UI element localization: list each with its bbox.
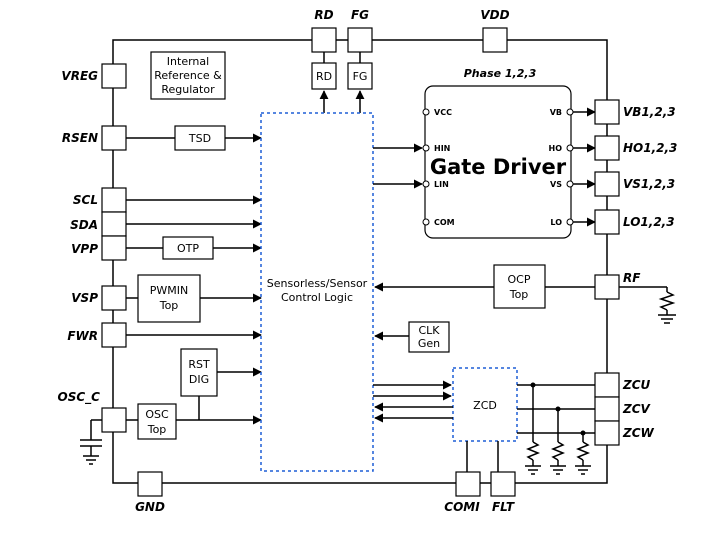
gd-label-vcc: VCC (434, 108, 452, 117)
pin-label-zcu: ZCU (622, 378, 651, 392)
pin-label-flt: FLT (492, 500, 515, 514)
gd-port-hin (422, 144, 430, 152)
internal-ref-line2: Reference & (154, 69, 222, 82)
rf-resistor-icon (619, 286, 676, 324)
pin-box-fg (347, 27, 373, 53)
pin-box-rd (311, 27, 337, 53)
zc-resistor-network-icon (525, 382, 591, 475)
pin-label-vdd: VDD (480, 8, 509, 22)
pin-box-gnd (137, 471, 163, 497)
otp-label: OTP (177, 242, 199, 255)
gd-label-lin: LIN (434, 180, 449, 189)
pin-box-zcu (594, 372, 620, 398)
gd-port-lo (566, 218, 574, 226)
pin-label-comi: COMI (444, 500, 480, 514)
pin-label-zcv: ZCV (622, 402, 652, 416)
pin-box-zcv (594, 396, 620, 422)
pin-label-fwr: FWR (67, 329, 98, 343)
fg-block-label: FG (353, 70, 368, 83)
pwmin-block (137, 274, 201, 323)
internal-ref-line3: Regulator (161, 83, 215, 96)
pin-label-vreg: VREG (61, 69, 98, 83)
pin-box-vpp (101, 235, 127, 261)
rst-block (180, 348, 218, 397)
pin-label-lo: LO1,2,3 (623, 215, 675, 229)
pin-label-vpp: VPP (71, 242, 98, 256)
phase-label: Phase 1,2,3 (464, 67, 537, 80)
internal-ref-block (150, 51, 226, 100)
pin-box-vb (594, 99, 620, 125)
pin-label-sda: SDA (70, 218, 98, 232)
pin-label-vb: VB1,2,3 (623, 105, 676, 119)
pin-box-scl (101, 187, 127, 213)
pin-box-flt (490, 471, 516, 497)
rd-block-label: RD (316, 70, 332, 83)
osc-line2: Top (147, 423, 167, 436)
gd-port-lin (422, 180, 430, 188)
pin-label-scl: SCL (73, 193, 98, 207)
gd-label-vb: VB (550, 108, 562, 117)
pin-label-vs: VS1,2,3 (623, 177, 675, 191)
gate-driver-block (424, 85, 572, 239)
pin-box-zcw (594, 420, 620, 446)
ocp-block (493, 264, 546, 309)
pwmin-line2: Top (159, 299, 179, 312)
pin-box-sda (101, 211, 127, 237)
gd-label-com: COM (434, 218, 455, 227)
pin-label-fg: FG (351, 8, 369, 22)
gate-driver-title: Gate Driver (430, 155, 567, 179)
pin-box-vsp (101, 285, 127, 311)
control-logic-block (260, 112, 374, 472)
gd-label-hin: HIN (434, 144, 450, 153)
control-logic-line1: Sensorless/Sensor (267, 277, 368, 290)
gd-label-vs: VS (550, 180, 562, 189)
rd-block (311, 62, 337, 90)
pin-label-vsp: VSP (71, 291, 98, 305)
osc-line1: OSC (145, 408, 169, 421)
pin-box-comi (455, 471, 481, 497)
pin-label-rd: RD (314, 8, 333, 22)
pin-box-vs (594, 171, 620, 197)
control-logic-line2: Control Logic (281, 291, 353, 304)
pin-label-ho: HO1,2,3 (623, 141, 677, 155)
osc-block (137, 403, 177, 440)
pin-label-rsen: RSEN (62, 131, 98, 145)
zcd-label: ZCD (473, 399, 497, 412)
gd-label-ho: HO (549, 144, 563, 153)
ocp-line2: Top (509, 288, 529, 301)
clk-gen-block (408, 321, 450, 353)
pin-label-gnd: GND (135, 500, 165, 514)
pin-label-zcw: ZCW (622, 426, 655, 440)
gd-port-ho (566, 144, 574, 152)
gd-port-vs (566, 180, 574, 188)
gd-label-lo: LO (550, 218, 562, 227)
pin-box-lo (594, 209, 620, 235)
pin-box-ho (594, 135, 620, 161)
pin-box-rf (594, 274, 620, 300)
tsd-label: TSD (188, 132, 211, 145)
pin-label-rf: RF (623, 271, 641, 285)
pin-box-vdd (482, 27, 508, 53)
pin-box-fwr (101, 322, 127, 348)
osc-capacitor-icon (80, 419, 102, 465)
pin-label-osc-c: OSC_C (58, 390, 101, 405)
pin-box-osc-c (101, 407, 127, 433)
clk-line2: Gen (418, 337, 440, 350)
gd-port-vcc (422, 108, 430, 116)
fg-block (347, 62, 373, 90)
internal-ref-line1: Internal (167, 55, 209, 68)
pin-box-vreg (101, 63, 127, 89)
zcd-block (452, 367, 518, 442)
rst-line1: RST (188, 358, 210, 371)
ocp-line1: OCP (508, 273, 531, 286)
pin-box-rsen (101, 125, 127, 151)
rst-line2: DIG (189, 373, 209, 386)
clk-line1: CLK (418, 324, 440, 337)
gd-port-com (422, 218, 430, 226)
pwmin-line1: PWMIN (150, 284, 188, 297)
gd-port-vb (566, 108, 574, 116)
